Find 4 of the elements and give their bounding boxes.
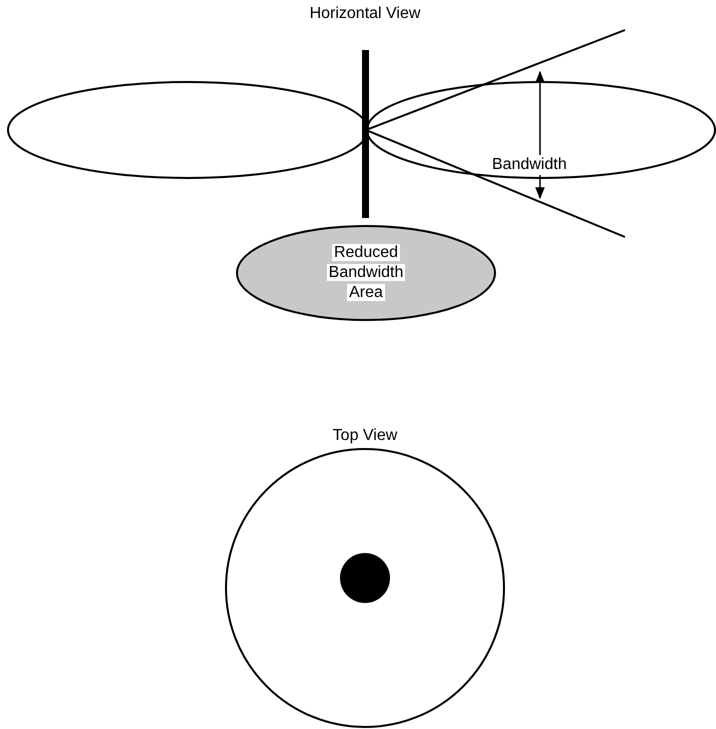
dimension-label: Bandwidth — [492, 155, 567, 175]
shaded-ellipse — [235, 224, 497, 322]
view-title: Top View — [332, 426, 398, 446]
view-title: Horizontal View — [310, 4, 420, 24]
